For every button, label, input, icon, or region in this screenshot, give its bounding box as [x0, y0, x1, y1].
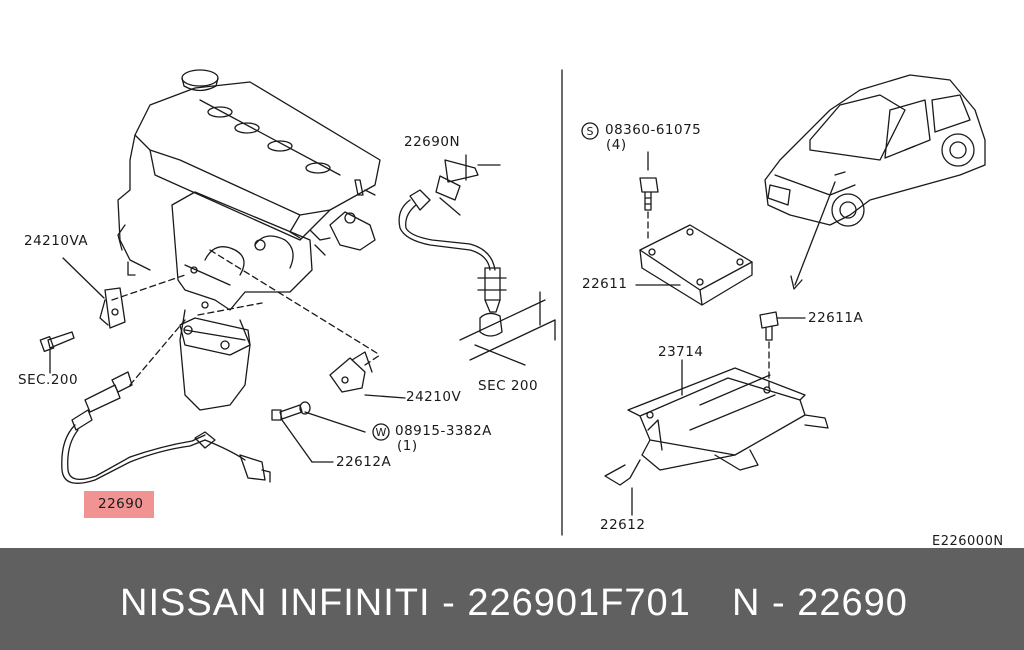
diagram-code: E226000N — [932, 534, 1004, 549]
label-22611a: 22611A — [808, 310, 864, 326]
bracket-23714 — [604, 359, 829, 516]
footer-part-number: NISSAN INFINITI - 226901F701 — [120, 582, 691, 624]
leader-lines — [111, 249, 381, 386]
label-bolt-w-qty: (1) — [397, 438, 418, 454]
bracket-24210v — [329, 357, 366, 393]
highlight-22690 — [84, 491, 154, 518]
parts-diagram: W S — [39, 69, 986, 536]
bolt-08360 — [639, 151, 659, 211]
label-22612a: 22612A — [336, 454, 392, 470]
label-22611: 22611 — [582, 276, 628, 292]
label-24210v: 24210V — [406, 389, 462, 405]
ecu-22611 — [635, 224, 753, 306]
footer-bar: NISSAN INFINITI - 226901F701 N - 22690 — [0, 548, 1024, 650]
footer-ref: N - 22690 — [732, 582, 908, 624]
bolt-22611a — [759, 311, 806, 341]
bracket-24210va — [104, 287, 126, 329]
label-23714: 23714 — [658, 344, 704, 360]
label-sec200-left: SEC.200 — [18, 372, 79, 388]
circle-w-icon — [372, 423, 390, 441]
circle-w-letter: W — [376, 426, 387, 439]
label-bolt-w-number: 08915-3382A — [395, 423, 492, 439]
label-22690: 22690 — [98, 496, 144, 512]
car-pointer-arrow — [794, 181, 836, 286]
sec200-frame — [459, 299, 556, 366]
circle-s-icon — [581, 122, 599, 140]
label-sec200-right: SEC 200 — [478, 378, 539, 394]
car-illustration — [764, 74, 986, 227]
bolt-sec200 — [47, 331, 75, 349]
label-22612: 22612 — [600, 517, 646, 533]
label-bolt-s-qty: (4) — [606, 137, 627, 153]
engine-illustration — [117, 69, 381, 411]
bolt-22612a — [279, 404, 303, 420]
right-leader-lines — [647, 211, 770, 389]
label-bolt-s-number: 08360-61075 — [605, 122, 702, 138]
circle-s-letter: S — [587, 125, 594, 138]
sensor-22690n — [398, 154, 507, 337]
label-24210va: 24210VA — [24, 233, 89, 249]
label-22690n: 22690N — [404, 134, 461, 150]
sensor-22690 — [61, 371, 271, 484]
